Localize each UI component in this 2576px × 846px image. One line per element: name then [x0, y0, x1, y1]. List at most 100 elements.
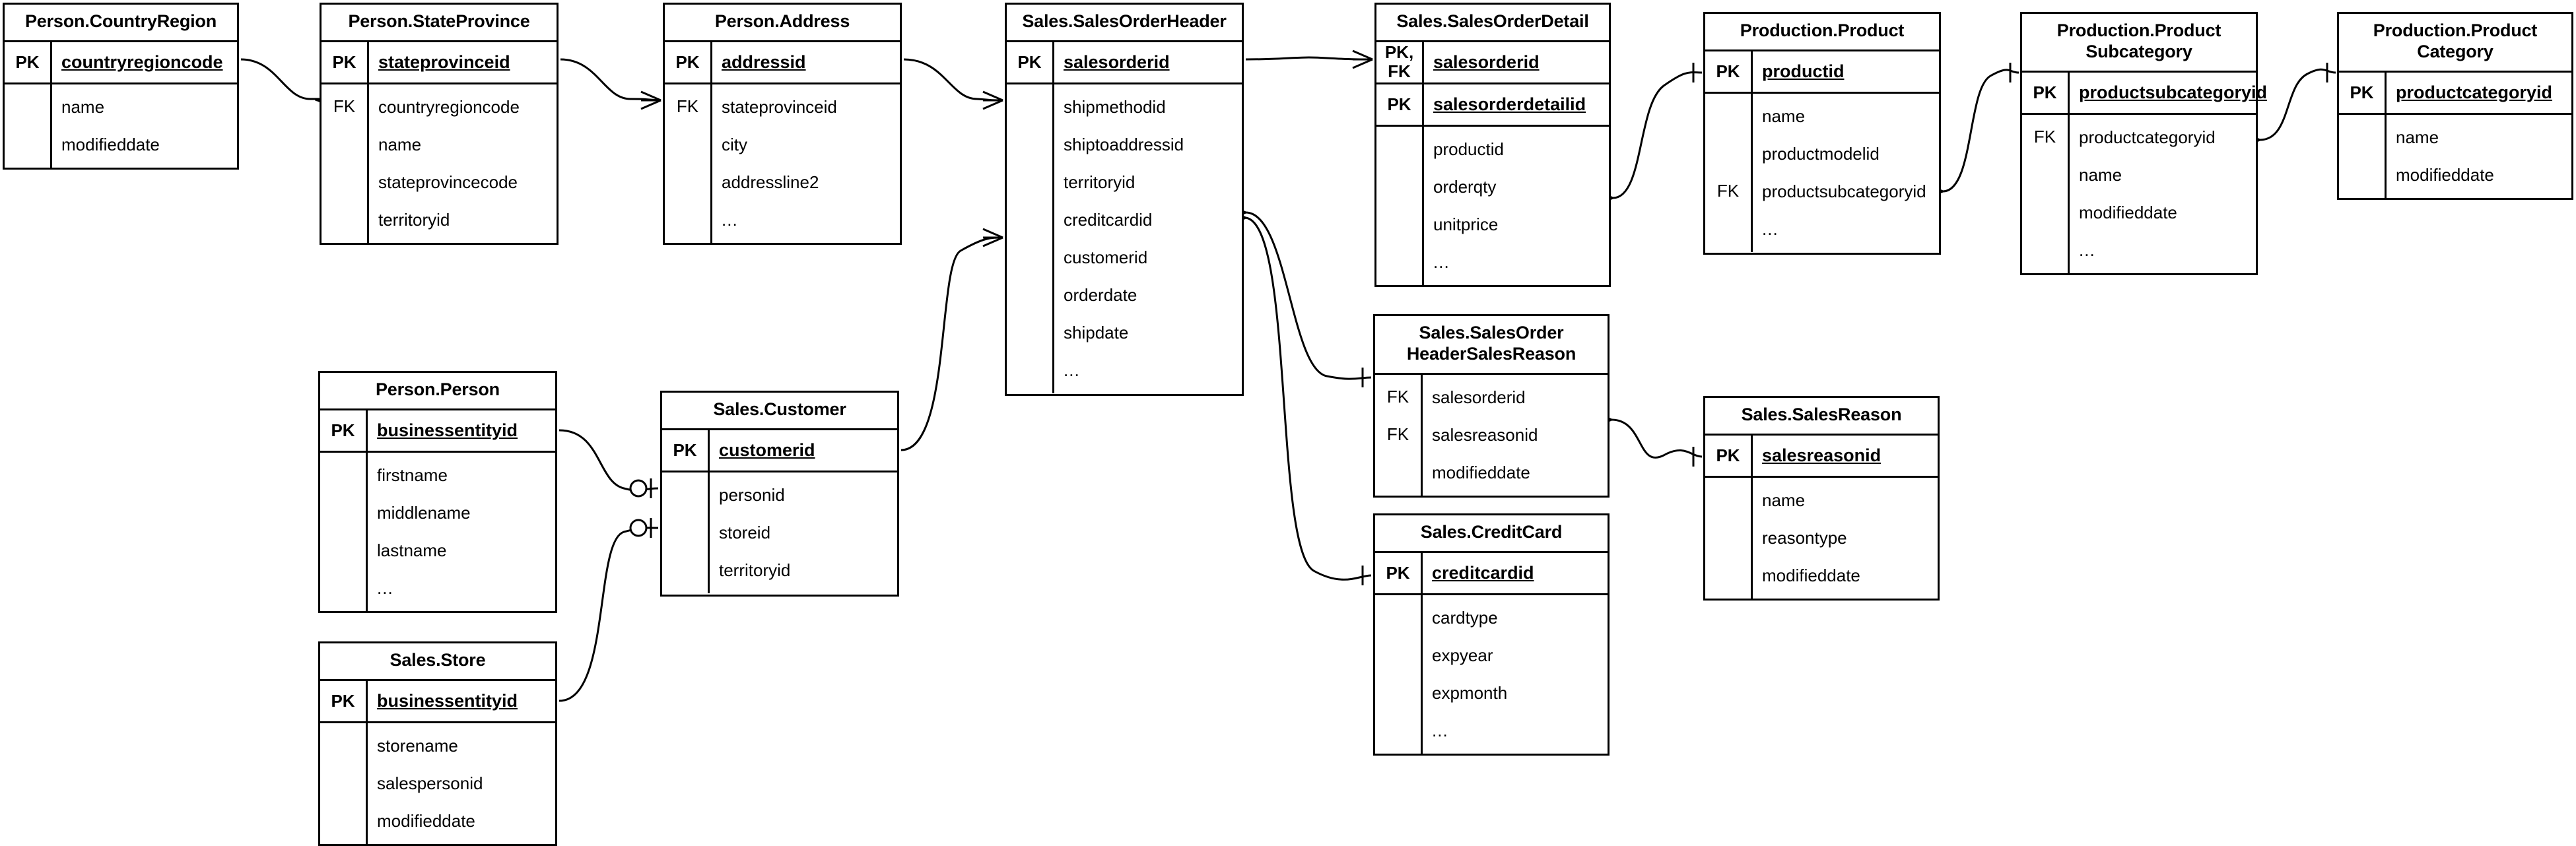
cardinality-to-many — [982, 90, 1003, 110]
attribute-row: salesorderid — [1432, 387, 1526, 407]
key-tag: PK, FK — [1376, 42, 1424, 82]
entity-title: Sales.SalesOrderHeader — [1007, 5, 1242, 42]
cardinality-to-many — [640, 90, 661, 110]
attribute-row: orderdate — [1064, 284, 1137, 305]
key-tag: PK — [5, 42, 52, 82]
entity-title: Sales.Store — [320, 643, 555, 681]
attribute-row: name — [1762, 490, 1806, 510]
attribute-key-column: FK — [665, 84, 712, 243]
key-column-name: creditcardid — [1432, 562, 1534, 583]
entity-title: Person.CountryRegion — [5, 5, 237, 42]
foreign-key-tag: FK — [676, 96, 699, 117]
attribute-row: shipmethodid — [1064, 96, 1166, 117]
attribute-row: ... — [1432, 720, 1448, 740]
attribute-row: city — [722, 134, 747, 154]
relationship-product-to-product_subcategory — [1942, 69, 2019, 193]
cardinality-to-many — [982, 228, 1003, 247]
attribute-row: creditcardid — [1064, 209, 1153, 230]
attribute-row: name — [2079, 164, 2122, 185]
key-column-name: businessentityid — [377, 420, 518, 440]
relationship-store-to-customer — [559, 527, 659, 702]
attribute-key-column — [5, 84, 52, 168]
key-tag: PK — [320, 410, 368, 451]
relationship-customer-to-sales_order_header — [900, 236, 1003, 451]
attribute-row: name — [1762, 106, 1806, 126]
key-tag: PK — [1376, 84, 1424, 125]
attribute-row: name — [61, 96, 105, 117]
attribute-key-column — [320, 723, 368, 844]
primary-key-row: PK countryregioncode — [5, 42, 237, 84]
relationship-sales_order_detail-to-product — [1612, 71, 1703, 199]
cardinality-to-zero-or-one — [629, 518, 652, 538]
key-column-name: productcategoryid — [2396, 82, 2553, 102]
attribute-row: name — [378, 134, 422, 154]
attribute-key-column — [662, 472, 710, 593]
attribute-row: productcategoryid — [2079, 127, 2216, 147]
foreign-key-tag: FK — [333, 96, 356, 117]
relationship-country_region-to-state_province — [240, 58, 321, 102]
key-column-name: productid — [1762, 61, 1845, 81]
key-column-name: salesorderdetailid — [1433, 94, 1586, 114]
relationship-order_header_sales_reason-to-sales_reason — [1611, 418, 1703, 459]
key-tag: PK — [665, 42, 712, 82]
attribute-key-column — [1705, 477, 1753, 599]
attribute-row: reasontype — [1762, 527, 1847, 548]
attribute-row: storename — [377, 735, 458, 756]
attribute-row: customerid — [1064, 247, 1148, 267]
attribute-row: countryregioncode — [378, 96, 520, 117]
attribute-key-column — [1376, 126, 1424, 285]
attribute-key-column: FK — [1705, 93, 1753, 252]
attribute-row: addressline2 — [722, 172, 819, 192]
attribute-key-column — [2339, 114, 2387, 198]
attribute-key-tag: FK — [1386, 424, 1409, 445]
attribute-row: ... — [1064, 360, 1080, 380]
key-tag: PK — [320, 680, 368, 721]
key-column-name: countryregioncode — [61, 51, 223, 72]
attribute-row: ... — [2079, 240, 2095, 260]
attribute-row: modifieddate — [1432, 462, 1530, 482]
attribute-row: ... — [377, 577, 393, 598]
attribute-row: expmonth — [1432, 682, 1508, 703]
attribute-row: orderqty — [1433, 176, 1497, 197]
relationship-state_province-to-address — [560, 58, 661, 102]
attribute-key-column: FK — [322, 84, 369, 243]
attribute-row: productmodelid — [1762, 143, 1880, 164]
entity-title: Production.Product Subcategory — [2022, 14, 2256, 73]
entity-title: Sales.CreditCard — [1375, 515, 1608, 553]
key-column-name: stateprovinceid — [378, 51, 510, 72]
